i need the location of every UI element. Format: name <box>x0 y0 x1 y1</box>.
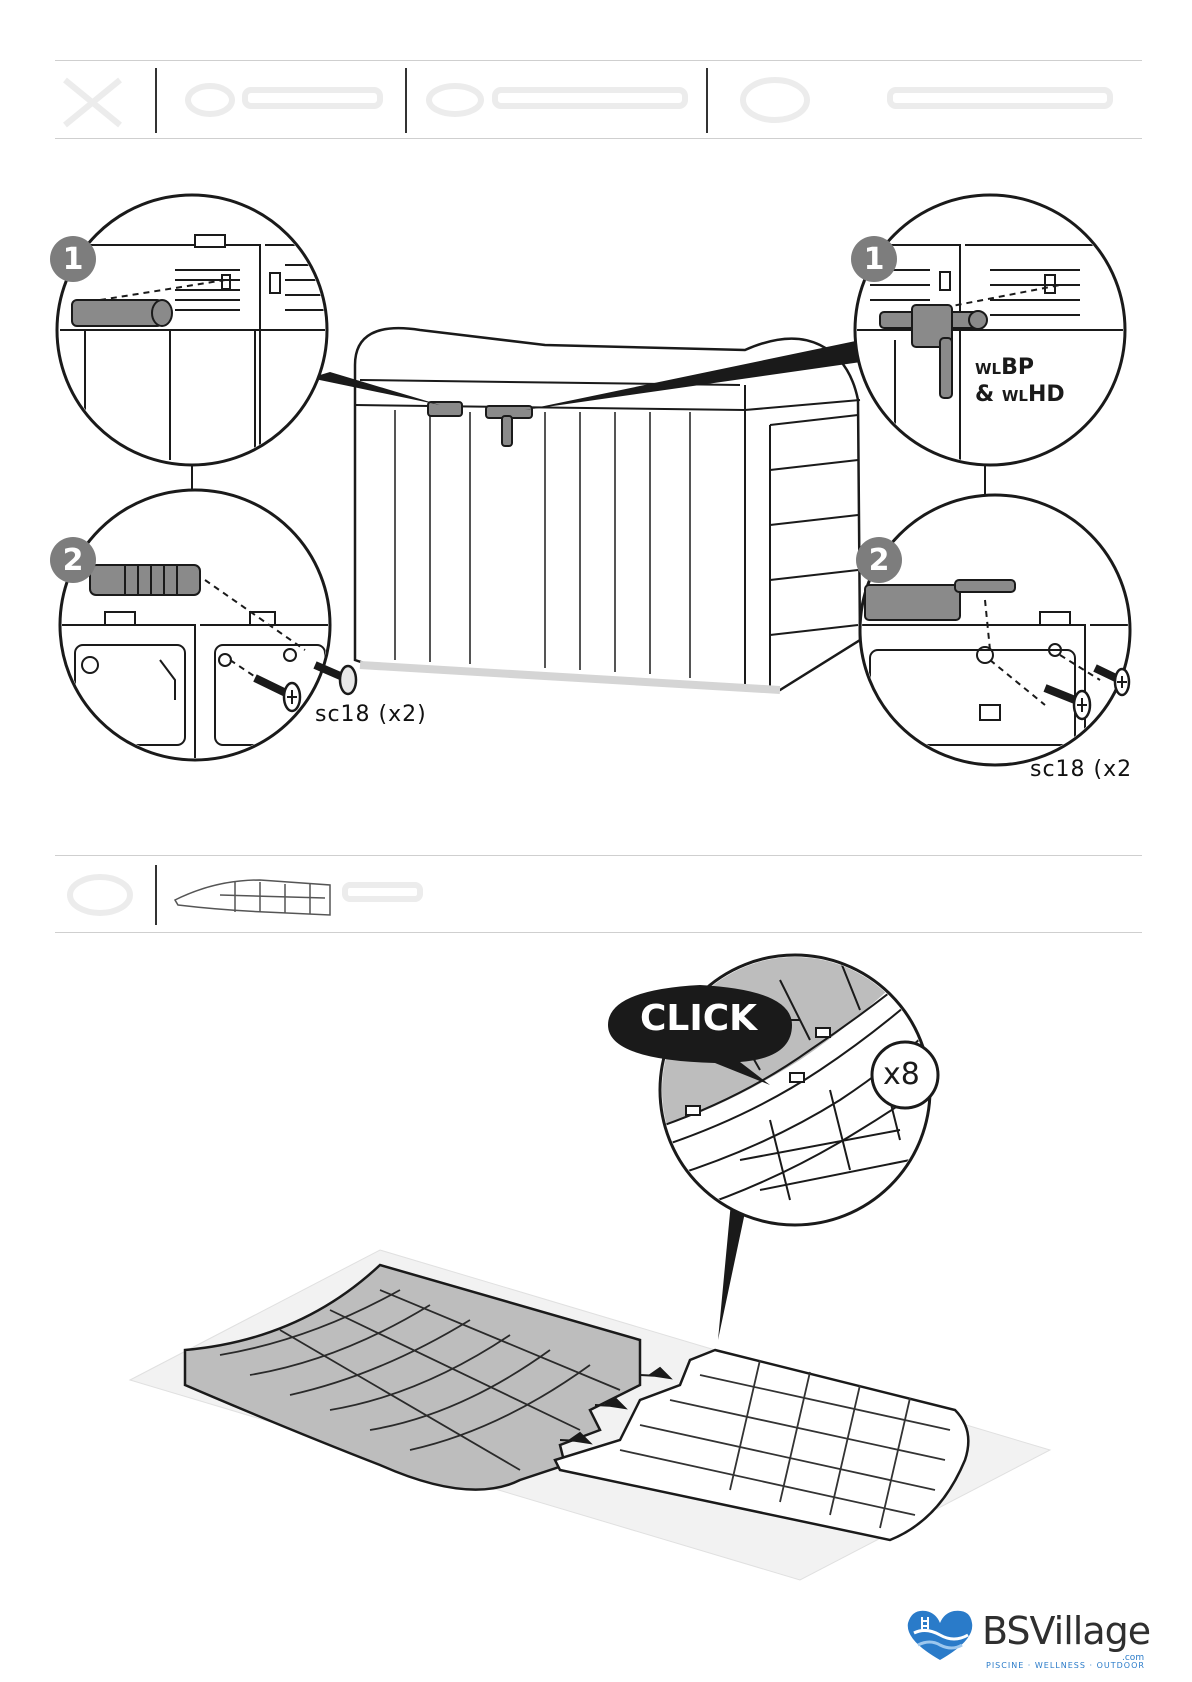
heart-pool-icon <box>900 1605 980 1665</box>
brand-name: BSVillage <box>982 1609 1150 1653</box>
brand-logo: BSVillage .com PISCINE · WELLNESS · OUTD… <box>900 1605 1150 1675</box>
count-label: x8 <box>883 1057 920 1092</box>
brand-tagline: PISCINE · WELLNESS · OUTDOOR <box>986 1661 1145 1670</box>
click-label: CLICK <box>640 998 757 1039</box>
